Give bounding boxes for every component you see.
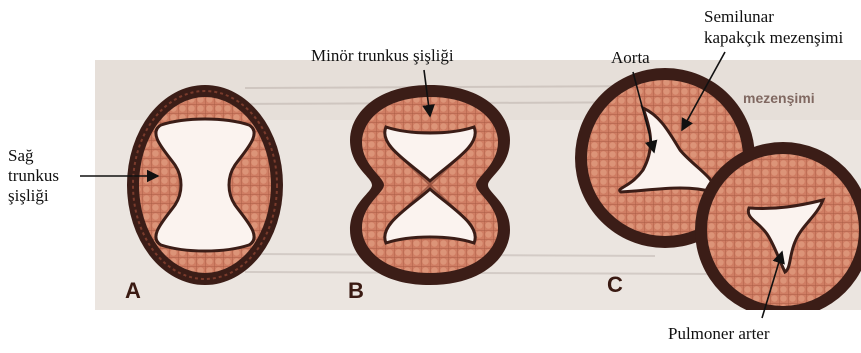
arrow-pulmoner [762,252,782,318]
arrow-minor-trunkus [424,70,430,116]
label-aorta: Aorta [611,48,650,68]
label-sag-trunkus: Sağ trunkus şişliği [8,146,59,206]
arrow-aorta [633,72,654,152]
label-pulmoner-arter: Pulmoner arter [668,324,770,344]
label-semilunar: Semilunar kapakçık mezenşimi [704,6,843,48]
arrow-semilunar [682,52,725,130]
label-minor-trunkus: Minör trunkus şişliği [311,46,454,66]
